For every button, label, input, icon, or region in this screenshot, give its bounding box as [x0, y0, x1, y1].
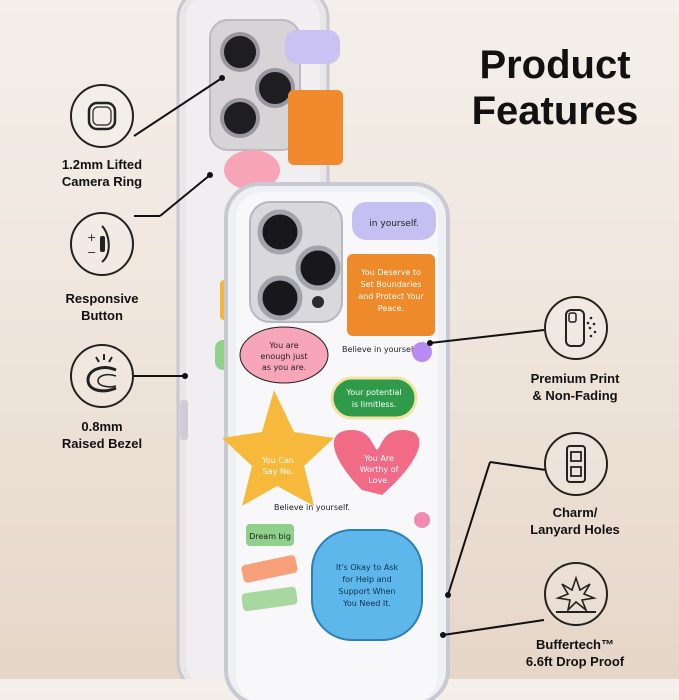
svg-text:Set Boundaries: Set Boundaries [361, 280, 422, 289]
feature-print-line-2: & Non-Fading [532, 388, 618, 403]
feature-button-line-1: Responsive [65, 291, 139, 306]
feature-lanyard-line-1: Charm/ [552, 505, 598, 520]
title-line-1: Product [479, 43, 631, 87]
feature-drop-proof-line-2: 6.6ft Drop Proof [525, 654, 625, 669]
title-line-2: Features [471, 89, 639, 133]
feature-button-line-2: Button [81, 308, 123, 323]
svg-text:Believe in yourself.: Believe in yourself. [342, 345, 418, 354]
plus-mark: + [87, 231, 96, 244]
feature-circle-camera-ring [70, 84, 134, 148]
svg-text:Love.: Love. [368, 476, 389, 485]
feature-camera-ring-line-1: 1.2mm Lifted [61, 157, 143, 172]
feature-print-line-1: Premium Print [530, 371, 620, 386]
phone-case-front-image: in yourself. You Deserve to Set Boundari… [222, 182, 450, 700]
feature-label-bezel: 0.8mm Raised Bezel [27, 418, 177, 452]
svg-text:It's Okay to Ask: It's Okay to Ask [336, 563, 399, 572]
svg-text:You Need It.: You Need It. [342, 599, 391, 608]
svg-text:Your potential: Your potential [345, 388, 401, 397]
svg-text:You Can: You Can [261, 456, 294, 465]
svg-text:enough just: enough just [260, 352, 307, 361]
feature-circle-print [544, 296, 608, 360]
minus-mark: − [87, 246, 96, 259]
feature-camera-ring-line-2: Camera Ring [61, 174, 143, 189]
camera-ring-icon [87, 101, 117, 131]
page-title: Product Features [440, 42, 670, 134]
drop-proof-icon [555, 575, 597, 613]
feature-label-lanyard: Charm/ Lanyard Holes [500, 504, 650, 538]
feature-circle-lanyard [544, 432, 608, 496]
svg-text:Believe in yourself.: Believe in yourself. [274, 503, 350, 512]
feature-label-button: Responsive Button [27, 290, 177, 324]
svg-text:Say No.: Say No. [263, 467, 294, 476]
feature-circle-drop-proof [544, 562, 608, 626]
sticker-believe-top: in yourself. [369, 219, 418, 229]
feature-label-camera-ring: 1.2mm Lifted Camera Ring [27, 156, 177, 190]
feature-lanyard-line-2: Lanyard Holes [530, 522, 620, 537]
svg-text:You Deserve to: You Deserve to [360, 268, 421, 277]
svg-text:for Help and: for Help and [342, 575, 391, 584]
svg-text:Dream big: Dream big [249, 532, 291, 541]
svg-text:You are: You are [268, 341, 298, 350]
button-icon: + − [87, 225, 110, 263]
bezel-icon [86, 354, 117, 393]
svg-text:Support When: Support When [338, 587, 395, 596]
feature-drop-proof-line-1: Buffertech™ [535, 637, 614, 652]
svg-text:Worthy of: Worthy of [360, 465, 399, 474]
feature-bezel-line-2: Raised Bezel [61, 436, 143, 451]
svg-text:You Are: You Are [363, 454, 394, 463]
lanyard-hole-icon [566, 445, 586, 483]
print-icon [565, 309, 597, 347]
svg-text:and Protect Your: and Protect Your [358, 292, 424, 301]
svg-text:is limitless.: is limitless. [352, 400, 397, 409]
feature-label-print: Premium Print & Non-Fading [500, 370, 650, 404]
feature-label-drop-proof: Buffertech™ 6.6ft Drop Proof [500, 636, 650, 670]
feature-circle-bezel [70, 344, 134, 408]
feature-circle-button: + − [70, 212, 134, 276]
feature-bezel-line-1: 0.8mm [81, 419, 123, 434]
svg-text:Peace.: Peace. [378, 304, 404, 313]
svg-text:as you are.: as you are. [262, 363, 306, 372]
